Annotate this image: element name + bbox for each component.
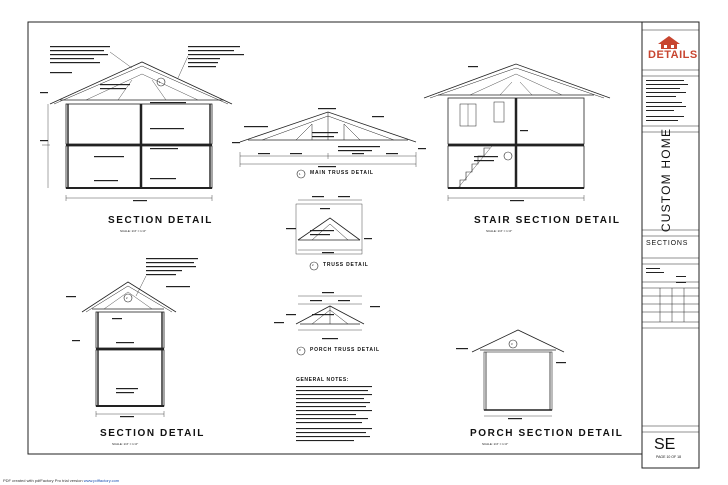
section-marker-2 <box>123 293 133 303</box>
general-notes-body <box>296 386 372 442</box>
porch-truss-notes <box>274 292 380 340</box>
project-name: CUSTOM HOME <box>659 127 673 233</box>
porch-section-drawing <box>471 329 565 417</box>
sheet-name: SECTIONS <box>646 240 689 247</box>
truss-marker-3 <box>296 346 306 356</box>
section-detail-2-notes <box>66 258 198 418</box>
detail-scale-stair: SCALE: 1/4" = 1'-0" <box>486 229 513 233</box>
section-marker-2-number: 2 <box>126 296 128 300</box>
truss-detail-2-notes <box>286 196 372 254</box>
logo-house-icon <box>658 36 680 49</box>
section-detail-1 <box>42 61 233 201</box>
detail-title-stair: STAIR SECTION DETAIL <box>474 215 621 226</box>
truss-title-3: PORCH TRUSS DETAIL <box>310 347 380 353</box>
section-marker-porch <box>508 339 518 349</box>
main-truss-notes <box>232 108 426 168</box>
detail-title-section-2: SECTION DETAIL <box>100 428 205 439</box>
truss-marker-1 <box>296 169 306 179</box>
general-notes-title: GENERAL NOTES: <box>296 377 350 383</box>
truss-number-3: 3 <box>299 348 301 352</box>
detail-scale-section-1: SCALE: 1/4" = 1'-0" <box>120 229 147 233</box>
page-count: PAGE 10 OF 18 <box>656 455 682 459</box>
stair-section-drawing <box>423 63 611 201</box>
detail-title-porch: PORCH SECTION DETAIL <box>470 428 624 439</box>
truss-title-1: MAIN TRUSS DETAIL <box>310 170 374 176</box>
section-marker-3-number: 3 <box>511 342 513 346</box>
section-detail-1-notes <box>40 46 244 202</box>
pdf-footer: PDF created with pdfFactory Pro trial ve… <box>3 478 119 483</box>
section-detail-2-drawing <box>81 281 177 417</box>
porch-truss-drawing <box>295 295 365 331</box>
logo-wordmark: DETAILS <box>648 49 698 61</box>
pdf-footer-link[interactable]: www.pdffactory.com <box>83 478 120 483</box>
stair-section-notes <box>468 66 528 202</box>
detail-scale-porch: SCALE: 1/4" = 1'-0" <box>482 442 509 446</box>
section-marker-1 <box>156 77 166 87</box>
detail-scale-section-2: SCALE: 1/4" = 1'-0" <box>112 442 139 446</box>
title-block-border <box>641 21 700 469</box>
section-marker-1-number: 1 <box>159 80 161 84</box>
section-marker-stair <box>503 151 513 161</box>
detail-title-section-1: SECTION DETAIL <box>108 215 213 226</box>
porch-section-notes <box>456 348 566 420</box>
truss-number-2: 2 <box>312 263 314 267</box>
sheet-number: SE <box>654 436 676 453</box>
truss-number-1: 1 <box>299 172 301 176</box>
truss-marker-2 <box>309 261 319 271</box>
title-block-text-lines <box>646 80 688 283</box>
pdf-footer-text: PDF created with pdfFactory Pro trial ve… <box>3 478 83 483</box>
main-truss-drawing <box>239 111 417 167</box>
truss-title-2: TRUSS DETAIL <box>323 262 369 268</box>
title-block-linework <box>642 29 699 433</box>
